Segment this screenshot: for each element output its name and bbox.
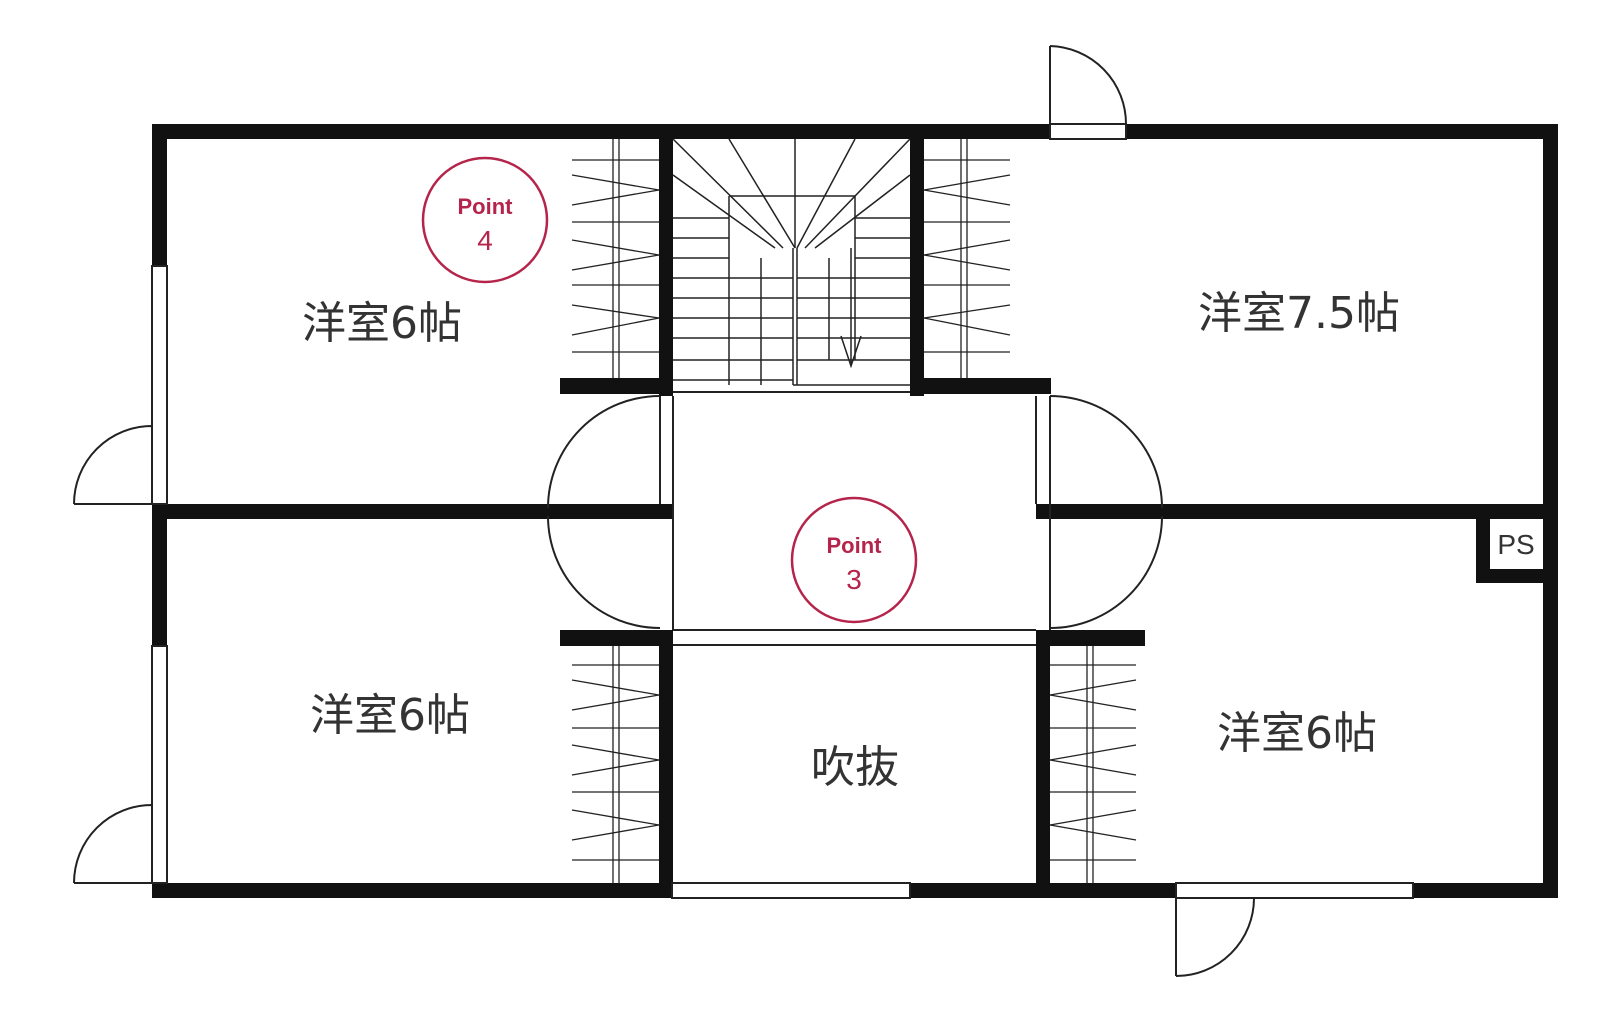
wall-stair-right xyxy=(910,124,924,396)
door-ne-room[interactable] xyxy=(1049,395,1163,509)
window-bottom-se xyxy=(1175,882,1414,899)
wall-void-right xyxy=(1036,630,1050,898)
wall-left-1 xyxy=(152,124,167,266)
hall-lines xyxy=(659,391,1051,646)
closet-se xyxy=(1049,646,1137,883)
wall-left-2 xyxy=(152,504,167,646)
exterior-doors xyxy=(73,45,1255,977)
window-bottom-void xyxy=(671,882,911,899)
hall-doors xyxy=(547,395,1163,629)
window-left-lower xyxy=(151,645,168,884)
wall-stub-sw xyxy=(560,630,673,646)
room-label-ne: 洋室7.5帖 xyxy=(1198,288,1400,339)
wall-mid-left xyxy=(152,504,672,519)
point-4-number: 4 xyxy=(477,225,493,256)
point-4-circle xyxy=(421,156,549,284)
wall-top-right xyxy=(1126,124,1558,139)
room-label-nw: 洋室6帖 xyxy=(302,298,462,349)
room-label-sw: 洋室6帖 xyxy=(310,690,470,741)
wall-bottom-1 xyxy=(152,883,672,898)
point-3-circle xyxy=(790,496,918,624)
wall-void-left xyxy=(659,630,673,898)
wall-mid-right xyxy=(1036,504,1556,519)
inner-walls xyxy=(152,124,1558,898)
closet-ne xyxy=(923,139,1011,378)
door-left-upper[interactable] xyxy=(73,424,153,505)
wall-stub-ne xyxy=(910,378,1051,394)
room-label-se: 洋室6帖 xyxy=(1217,708,1377,759)
void-label: 吹抜 xyxy=(811,742,899,793)
wall-top-left xyxy=(152,124,1050,139)
window-left-upper xyxy=(151,265,168,505)
wall-bottom-3 xyxy=(1413,883,1558,898)
door-nw-room[interactable] xyxy=(547,395,661,509)
point-3-word: Point xyxy=(827,533,883,558)
door-left-lower[interactable] xyxy=(73,803,153,884)
point-3-marker: Point 3 xyxy=(790,496,918,624)
door-se-room[interactable] xyxy=(1049,515,1163,629)
window-top-ne xyxy=(1049,123,1127,140)
point-4-word: Point xyxy=(458,194,514,219)
ps-label: PS xyxy=(1497,529,1534,560)
ps-box-inner xyxy=(1490,519,1543,569)
wall-stub-nw xyxy=(560,378,673,394)
windows xyxy=(151,123,1414,899)
wall-stair-left xyxy=(659,124,673,396)
point-3-number: 3 xyxy=(846,564,862,595)
point-4-marker: Point 4 xyxy=(421,156,549,284)
staircase xyxy=(672,138,911,393)
closet-sw xyxy=(571,646,660,883)
closet-nw xyxy=(571,139,660,378)
door-bottom-se[interactable] xyxy=(1175,897,1255,977)
door-top-ne[interactable] xyxy=(1049,45,1127,125)
door-sw-room[interactable] xyxy=(547,515,661,629)
wall-stub-se xyxy=(1036,630,1145,646)
